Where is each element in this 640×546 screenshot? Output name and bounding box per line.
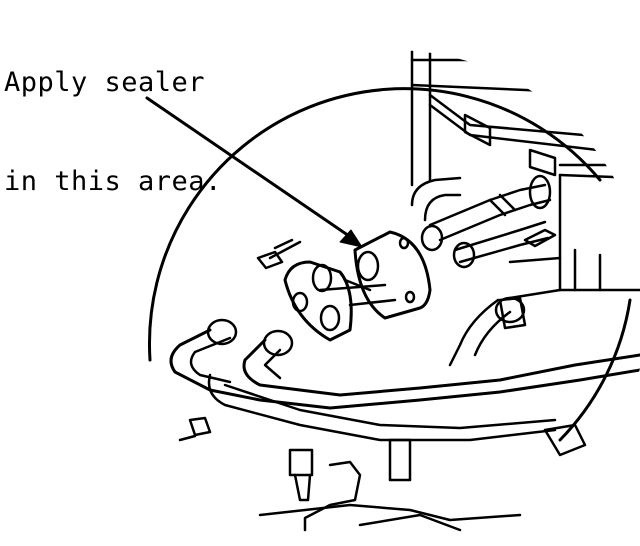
frame-structure bbox=[410, 50, 640, 300]
detail-circle-outline bbox=[147, 87, 602, 362]
upper-pipes bbox=[410, 174, 557, 269]
callout-line-1: Apply sealer bbox=[4, 67, 206, 98]
lower-hoses bbox=[169, 296, 640, 442]
callout-text: Apply sealer in this area. bbox=[4, 0, 222, 231]
flange-assembly bbox=[283, 230, 432, 342]
callout-line-2: in this area. bbox=[4, 166, 222, 197]
lower-brackets bbox=[178, 416, 587, 532]
leader-arrow bbox=[145, 96, 363, 248]
detail-circle-outline-right bbox=[558, 298, 632, 442]
bolt bbox=[256, 238, 302, 270]
